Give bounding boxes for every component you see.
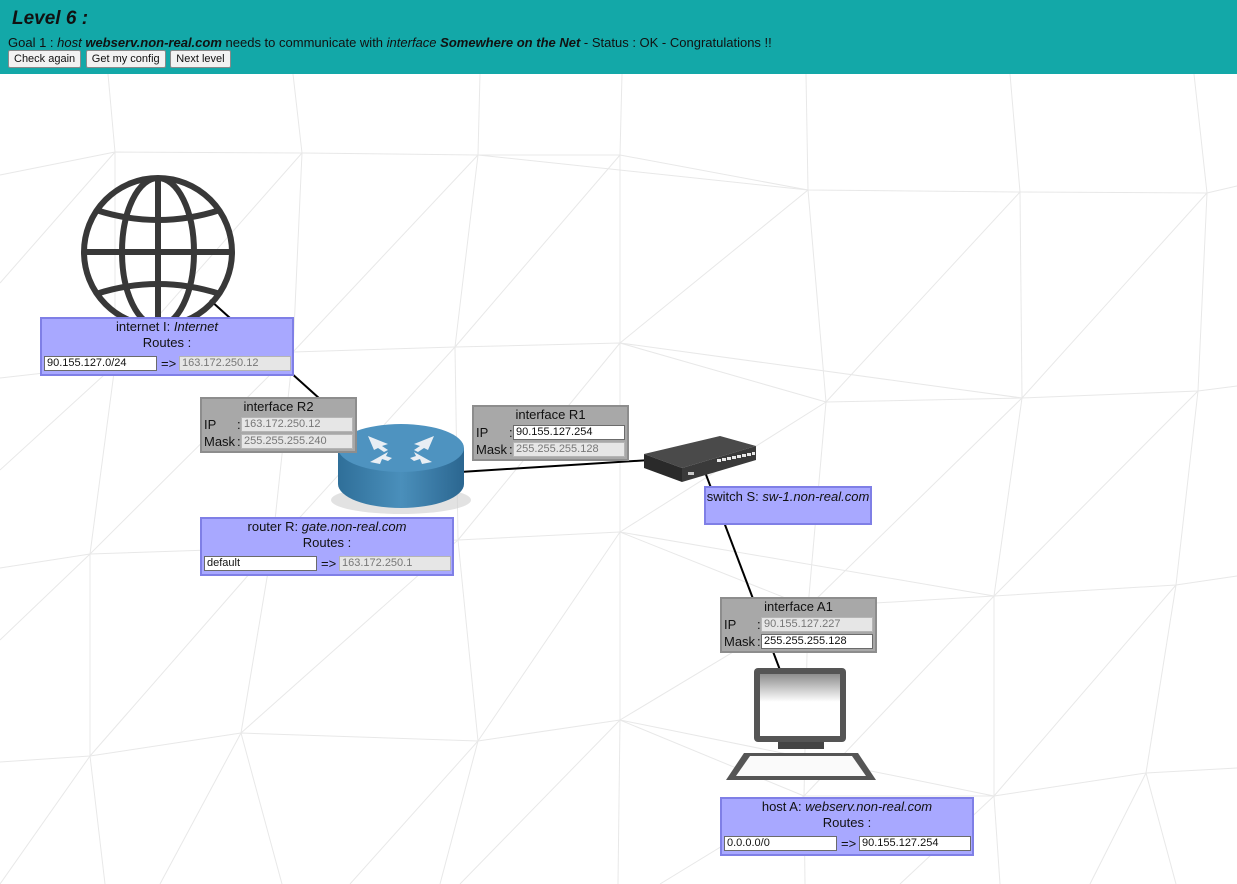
interface-r1-box: interface R1 IP : 90.155.127.254 Mask : … xyxy=(472,405,629,461)
mask-row: Mask : 255.255.255.128 xyxy=(475,442,628,457)
route-row: 90.155.127.0/24 => 163.172.250.12 xyxy=(43,356,291,371)
interface-title: interface A1 xyxy=(764,599,833,614)
internet-node-box: internet I: Internet Routes : 90.155.127… xyxy=(40,317,294,376)
route-arrow: => xyxy=(321,556,337,571)
routes-label: Routes : xyxy=(822,815,872,830)
mask-input[interactable]: 255.255.255.240 xyxy=(241,434,353,449)
route-destination-input[interactable]: default xyxy=(204,556,317,571)
route-destination-input[interactable]: 90.155.127.0/24 xyxy=(44,356,157,371)
ip-row: IP : 90.155.127.227 xyxy=(723,617,876,632)
mask-row: Mask : 255.255.255.240 xyxy=(203,434,356,449)
header-buttons: Check again Get my config Next level xyxy=(8,50,232,68)
mask-label: Mask xyxy=(204,434,236,449)
ip-row: IP : 163.172.250.12 xyxy=(203,417,356,432)
get-config-button[interactable]: Get my config xyxy=(85,50,166,68)
globe-icon xyxy=(81,175,235,329)
ip-input[interactable]: 163.172.250.12 xyxy=(241,417,353,432)
mask-row: Mask : 255.255.255.128 xyxy=(723,634,876,649)
interface-a1-box: interface A1 IP : 90.155.127.227 Mask : … xyxy=(720,597,877,653)
route-arrow: => xyxy=(841,836,857,851)
interface-title: interface R2 xyxy=(243,399,314,414)
interface-r2-box: interface R2 IP : 163.172.250.12 Mask : … xyxy=(200,397,357,453)
route-row: 0.0.0.0/0 => 90.155.127.254 xyxy=(723,836,971,851)
next-level-button[interactable]: Next level xyxy=(170,50,231,68)
route-row: default => 163.172.250.1 xyxy=(203,556,451,571)
routes-label: Routes : xyxy=(302,535,352,550)
router-icon xyxy=(331,424,471,514)
router-node-box: router R: gate.non-real.com Routes : def… xyxy=(200,517,454,576)
host-node-title: host A: webserv.non-real.com xyxy=(761,799,933,814)
route-gateway-input[interactable]: 90.155.127.254 xyxy=(859,836,971,851)
host-node-box: host A: webserv.non-real.com Routes : 0.… xyxy=(720,797,974,856)
route-gateway-input[interactable]: 163.172.250.1 xyxy=(339,556,451,571)
route-arrow: => xyxy=(161,356,177,371)
level-header: Level 6 : Goal 1 : host webserv.non-real… xyxy=(0,0,1237,74)
ip-input[interactable]: 90.155.127.254 xyxy=(513,425,625,440)
level-title: Level 6 : xyxy=(12,8,89,29)
switch-icon xyxy=(644,436,756,482)
ip-label: IP xyxy=(204,417,217,432)
interface-title: interface R1 xyxy=(515,407,586,422)
mask-input[interactable]: 255.255.255.128 xyxy=(761,634,873,649)
ip-label: IP xyxy=(724,617,737,632)
routes-label: Routes : xyxy=(142,335,192,350)
goal-line: Goal 1 : host webserv.non-real.com needs… xyxy=(8,35,772,50)
ip-row: IP : 90.155.127.254 xyxy=(475,425,628,440)
check-again-button[interactable]: Check again xyxy=(8,50,82,68)
switch-node-box: switch S: sw-1.non-real.com xyxy=(704,486,872,525)
router-node-title: router R: gate.non-real.com xyxy=(247,519,407,534)
laptop-icon xyxy=(726,668,876,780)
link-router-switch xyxy=(459,459,651,473)
switch-node-title: switch S: sw-1.non-real.com xyxy=(706,489,870,504)
mask-input[interactable]: 255.255.255.128 xyxy=(513,442,625,457)
internet-node-title: internet I: Internet xyxy=(116,319,218,334)
ip-input[interactable]: 90.155.127.227 xyxy=(761,617,873,632)
route-destination-input[interactable]: 0.0.0.0/0 xyxy=(724,836,837,851)
mask-label: Mask xyxy=(476,442,508,457)
route-gateway-input[interactable]: 163.172.250.12 xyxy=(179,356,291,371)
mask-label: Mask xyxy=(724,634,756,649)
ip-label: IP xyxy=(476,425,489,440)
